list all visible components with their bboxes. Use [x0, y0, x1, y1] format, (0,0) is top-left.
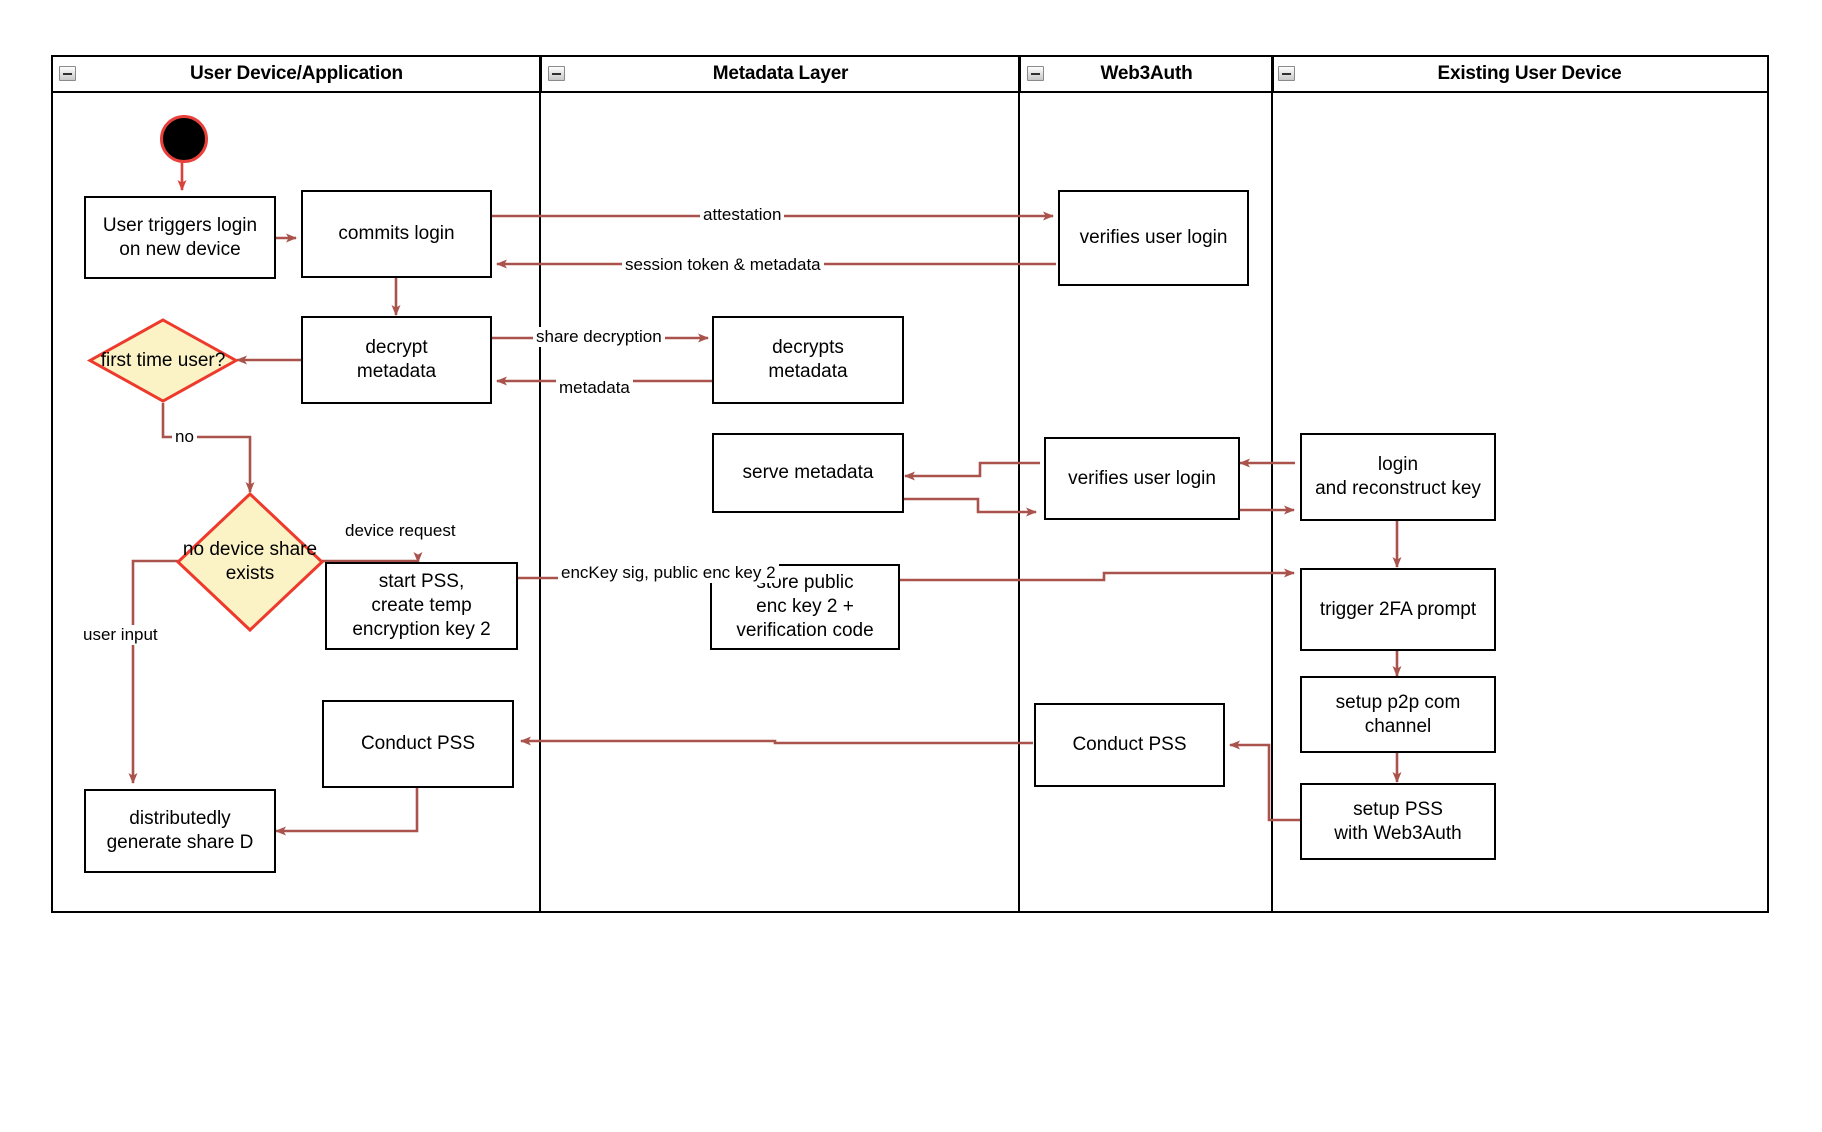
lane-header-existing-user-device[interactable]: Existing User Device [1272, 55, 1769, 93]
node-line: with Web3Auth [1334, 822, 1462, 844]
edge-label-text: device request [345, 521, 456, 540]
node-line: share exists [225, 539, 318, 584]
start-node [160, 115, 208, 163]
edge-label-session-token-and-metadata: session token & metadata [622, 255, 824, 276]
node-line: generate share D [106, 832, 254, 853]
node-line: Conduct PSS [360, 733, 476, 755]
minus-icon[interactable] [548, 66, 565, 81]
node-first-time-user[interactable]: first time user? [86, 318, 240, 403]
node-store-public-enc-key-2[interactable]: store public enc key 2 + verification co… [710, 564, 900, 650]
node-line: decrypts [772, 337, 844, 359]
node-line: commits login [338, 223, 455, 245]
node-conduct-pss-user-device[interactable]: Conduct PSS [322, 700, 514, 788]
node-line: enc key 2 + [756, 596, 854, 618]
edge-label-text: metadata [559, 378, 630, 397]
lane-title-metadata-layer: Metadata Layer [712, 63, 849, 84]
node-line: setup p2p com [1335, 691, 1461, 713]
node-setup-pss-with-web3auth[interactable]: setup PSS with Web3Auth [1300, 783, 1496, 860]
minus-icon[interactable] [59, 66, 76, 81]
edge-label-user-input: user input [80, 625, 161, 646]
node-line: channel [1364, 715, 1432, 737]
node-line: Conduct PSS [1072, 734, 1187, 756]
edge-label-text: session token & metadata [625, 255, 821, 274]
minus-icon[interactable] [1027, 66, 1044, 81]
node-line: User triggers login [102, 214, 258, 236]
node-line: verification code [736, 619, 874, 641]
node-user-triggers-login[interactable]: User triggers login on new device [84, 196, 276, 279]
node-line: user? [177, 349, 226, 371]
node-distributedly-generate-share-d[interactable]: distributedly generate share D [84, 789, 276, 873]
node-line: first time [100, 349, 173, 371]
node-decrypt-metadata[interactable]: decrypt metadata [301, 316, 492, 404]
node-decrypts-metadata[interactable]: decrypts metadata [712, 316, 904, 404]
edge-label-attestation: attestation [700, 205, 785, 226]
node-line: setup PSS [1353, 798, 1443, 820]
edge-label-text: no [175, 427, 194, 446]
node-line: start PSS, [378, 571, 465, 593]
node-line: create temp [371, 595, 472, 617]
lane-header-metadata-layer[interactable]: Metadata Layer [540, 55, 1019, 93]
node-label: no device share exists [176, 492, 324, 632]
edge-label-no: no [172, 427, 197, 448]
node-line: and reconstruct key [1315, 478, 1481, 499]
edge-label-enckey-sig: encKey sig, public enc key 2 [558, 563, 779, 584]
node-no-device-share-exists[interactable]: no device share exists [175, 491, 325, 633]
node-conduct-pss-web3auth[interactable]: Conduct PSS [1034, 703, 1225, 787]
node-verifies-user-login-mid[interactable]: verifies user login [1044, 437, 1240, 520]
edge-label-text: attestation [703, 205, 782, 224]
node-serve-metadata[interactable]: serve metadata [712, 433, 904, 513]
node-verifies-user-login-top[interactable]: verifies user login [1058, 190, 1249, 286]
lane-header-web3auth[interactable]: Web3Auth [1019, 55, 1272, 93]
node-commits-login[interactable]: commits login [301, 190, 492, 278]
edge-label-text: share decryption [536, 327, 662, 346]
lane-divider-2 [1018, 55, 1020, 913]
node-setup-p2p-com-channel[interactable]: setup p2p com channel [1300, 676, 1496, 753]
node-label: first time user? [88, 318, 238, 403]
edge-label-share-decryption: share decryption [533, 327, 665, 348]
node-line: encryption key 2 [352, 618, 491, 640]
node-line: login [1377, 454, 1419, 476]
node-line: metadata [768, 361, 848, 382]
lane-header-user-device-application[interactable]: User Device/Application [51, 55, 540, 93]
node-line: store public [756, 572, 854, 594]
node-line: verifies user login [1068, 467, 1216, 489]
swimlane-pool [51, 55, 1769, 913]
node-line: serve metadata [742, 462, 874, 484]
node-line: trigger 2FA prompt [1319, 598, 1477, 620]
node-trigger-2fa-prompt[interactable]: trigger 2FA prompt [1300, 568, 1496, 651]
lane-divider-1 [539, 55, 541, 913]
edge-label-text: encKey sig, [561, 563, 649, 582]
edge-label-text: user input [83, 625, 158, 644]
node-line: no device [182, 539, 265, 561]
edge-label-device-request: device request [342, 521, 459, 542]
edge-label-text: public enc key 2 [653, 563, 776, 582]
lane-divider-3 [1271, 55, 1273, 913]
node-login-and-reconstruct-key[interactable]: login and reconstruct key [1300, 433, 1496, 521]
node-line: verifies user login [1079, 227, 1228, 249]
node-line: on new device [119, 238, 241, 260]
node-line: distributedly [129, 808, 231, 830]
lane-title-web3auth: Web3Auth [1100, 63, 1193, 84]
edge-label-metadata: metadata [556, 378, 633, 399]
lane-title-user-device-application: User Device/Application [190, 63, 403, 84]
node-start-pss-create-temp-key[interactable]: start PSS, create temp encryption key 2 [325, 562, 518, 650]
minus-icon[interactable] [1278, 66, 1295, 81]
node-line: metadata [356, 361, 437, 382]
node-line: decrypt [365, 337, 428, 359]
lane-title-existing-user-device: Existing User Device [1437, 63, 1622, 84]
